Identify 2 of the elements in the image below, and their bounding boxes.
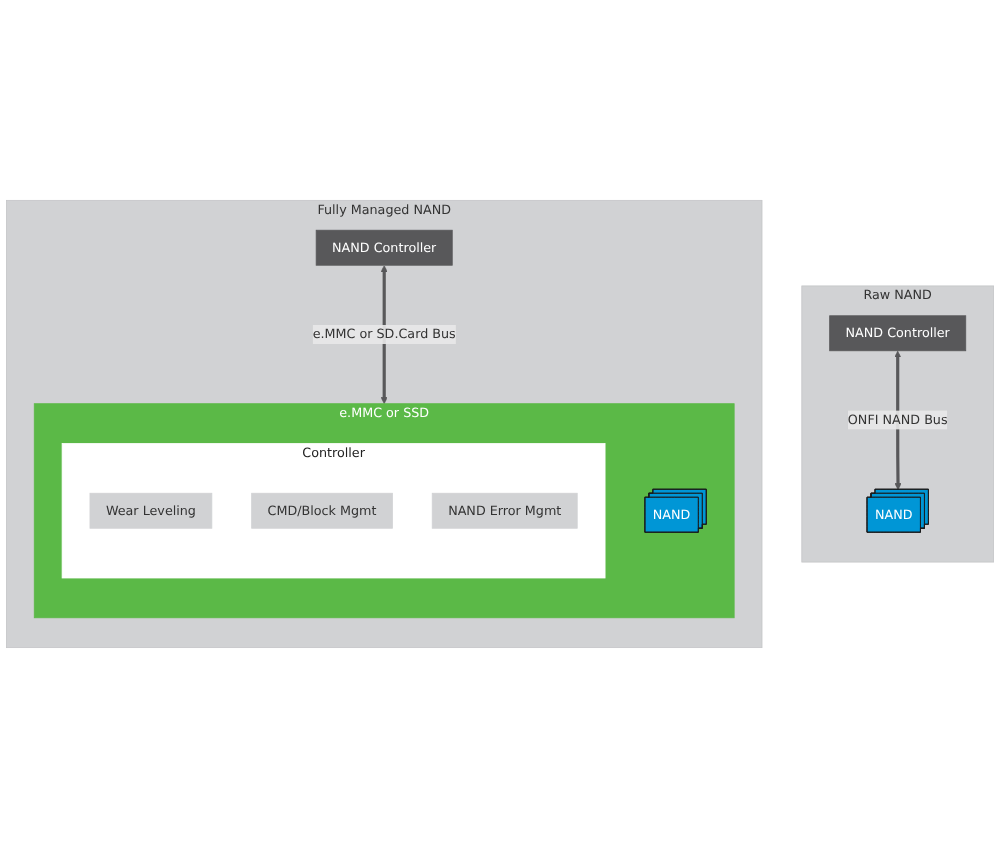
arrow [380, 265, 388, 404]
arrow [894, 350, 902, 490]
